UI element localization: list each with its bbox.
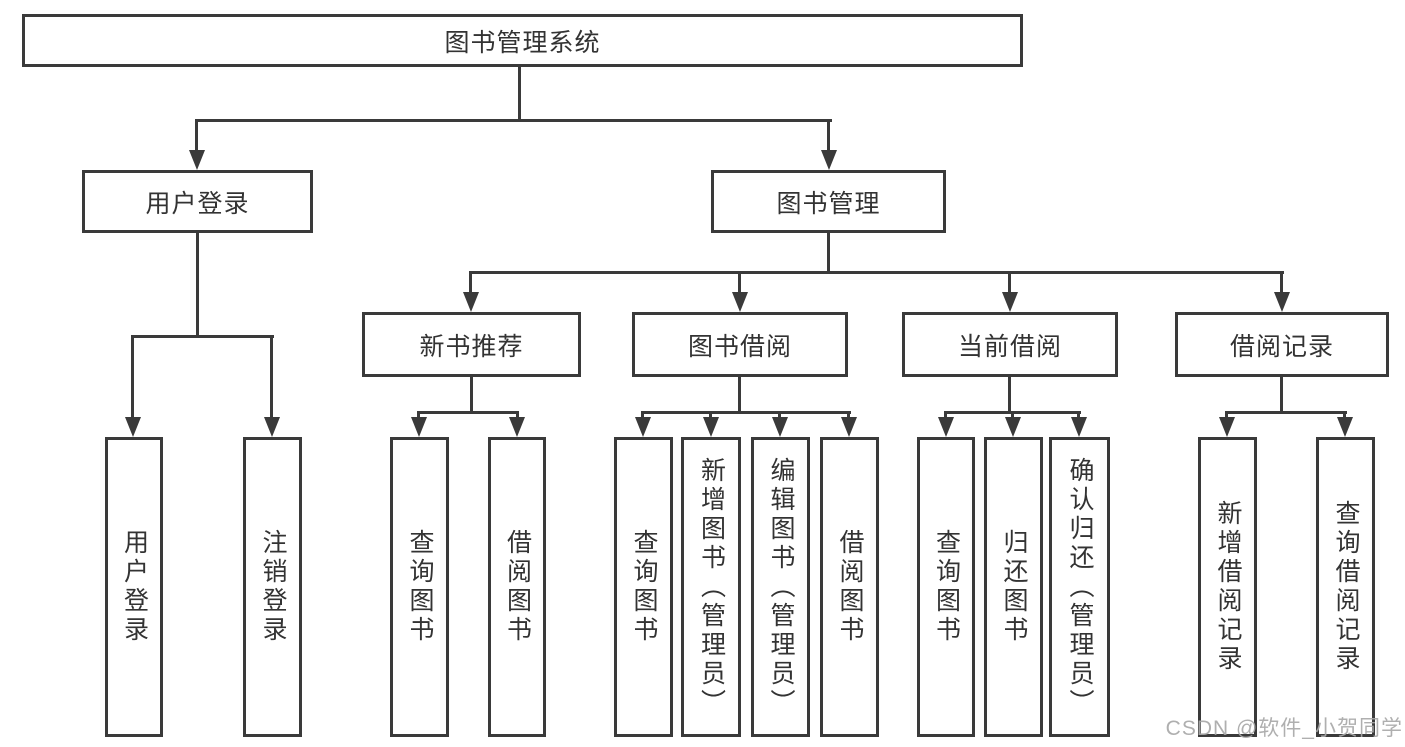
arrow-down-icon bbox=[841, 417, 857, 437]
connector-borrowing-drop bbox=[709, 411, 712, 421]
arrow-down-icon bbox=[635, 417, 651, 437]
connector-userlogin-drop bbox=[270, 335, 273, 420]
connector-bookmgmt-drop bbox=[1008, 271, 1011, 295]
node-current-borrowing: 当前借阅 bbox=[902, 312, 1118, 377]
arrow-down-icon bbox=[411, 417, 427, 437]
node-book-management: 图书管理 bbox=[711, 170, 946, 233]
leaf-add-books-admin: 新增图书（管理员） bbox=[681, 437, 741, 737]
arrow-down-icon bbox=[189, 150, 205, 170]
connector-userlogin-stem bbox=[196, 233, 199, 337]
arrow-down-icon bbox=[821, 150, 837, 170]
connector-bookmgmt-drop bbox=[469, 271, 472, 295]
node-borrow-records: 借阅记录 bbox=[1175, 312, 1389, 377]
arrow-down-icon bbox=[1071, 417, 1087, 437]
connector-borrowing-rail bbox=[641, 411, 851, 414]
connector-borrowing-stem bbox=[738, 377, 741, 413]
leaf-edit-books-admin: 编辑图书（管理员） bbox=[751, 437, 810, 737]
leaf-borrow-books-recommend: 借阅图书 bbox=[488, 437, 546, 737]
leaf-add-borrow-record: 新增借阅记录 bbox=[1198, 437, 1257, 737]
connector-borrowing-drop bbox=[641, 411, 644, 421]
connector-records-stem bbox=[1280, 377, 1283, 413]
leaf-query-books-current: 查询图书 bbox=[917, 437, 975, 737]
node-book-borrowing: 图书借阅 bbox=[632, 312, 848, 377]
connector-current-drop bbox=[1011, 411, 1014, 421]
connector-bookmgmt-rail bbox=[469, 271, 1284, 274]
connector-userlogin-rail bbox=[131, 335, 274, 338]
arrow-down-icon bbox=[1274, 292, 1290, 312]
connector-bookmgmt-drop bbox=[738, 271, 741, 295]
connector-current-drop bbox=[944, 411, 947, 421]
arrow-down-icon bbox=[1005, 417, 1021, 437]
connector-current-stem bbox=[1008, 377, 1011, 413]
arrow-down-icon bbox=[772, 417, 788, 437]
leaf-return-books: 归还图书 bbox=[984, 437, 1043, 737]
node-new-book-recommend: 新书推荐 bbox=[362, 312, 581, 377]
arrow-down-icon bbox=[509, 417, 525, 437]
leaf-logout: 注销登录 bbox=[243, 437, 302, 737]
node-user-login: 用户登录 bbox=[82, 170, 313, 233]
connector-newbook-stem bbox=[470, 377, 473, 413]
connector-borrowing-drop bbox=[847, 411, 850, 421]
arrow-down-icon bbox=[703, 417, 719, 437]
arrow-down-icon bbox=[1219, 417, 1235, 437]
connector-newbook-drop bbox=[417, 411, 420, 421]
leaf-user-login: 用户登录 bbox=[105, 437, 163, 737]
arrow-down-icon bbox=[1337, 417, 1353, 437]
arrow-down-icon bbox=[463, 292, 479, 312]
leaf-query-borrow-record: 查询借阅记录 bbox=[1316, 437, 1375, 737]
connector-borrowing-drop bbox=[778, 411, 781, 421]
connector-records-drop bbox=[1343, 411, 1346, 421]
connector-root-left-drop bbox=[195, 119, 198, 153]
connector-current-drop bbox=[1077, 411, 1080, 421]
leaf-confirm-return-admin: 确认归还（管理员） bbox=[1049, 437, 1110, 737]
connector-userlogin-drop bbox=[131, 335, 134, 420]
csdn-watermark: CSDN @软件_小贺同学 bbox=[1165, 717, 1403, 740]
connector-newbook-rail bbox=[417, 411, 519, 414]
arrow-down-icon bbox=[264, 417, 280, 437]
connector-newbook-drop bbox=[516, 411, 519, 421]
arrow-down-icon bbox=[938, 417, 954, 437]
connector-root-rail bbox=[195, 119, 832, 122]
connector-bookmgmt-stem bbox=[827, 233, 830, 273]
connector-records-rail bbox=[1225, 411, 1347, 414]
leaf-query-books-borrowing: 查询图书 bbox=[614, 437, 673, 737]
leaf-borrow-books: 借阅图书 bbox=[820, 437, 879, 737]
connector-records-drop bbox=[1225, 411, 1228, 421]
connector-root-right-drop bbox=[827, 119, 830, 153]
leaf-query-books-recommend: 查询图书 bbox=[390, 437, 449, 737]
arrow-down-icon bbox=[732, 292, 748, 312]
arrow-down-icon bbox=[1002, 292, 1018, 312]
node-library-system: 图书管理系统 bbox=[22, 14, 1023, 67]
arrow-down-icon bbox=[125, 417, 141, 437]
connector-bookmgmt-drop bbox=[1280, 271, 1283, 295]
connector-root-stem bbox=[518, 65, 521, 121]
